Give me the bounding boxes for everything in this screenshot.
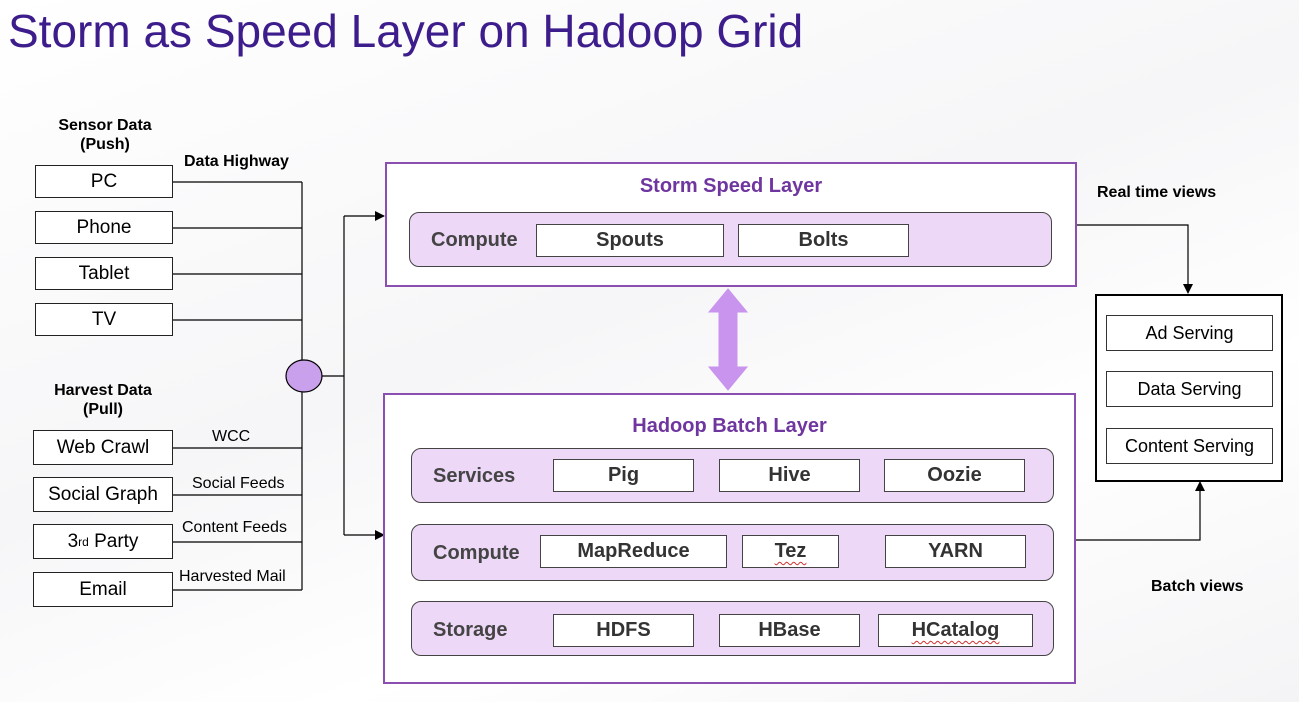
data-highway-label: Data Highway (184, 153, 289, 170)
source-phone: Phone (35, 211, 173, 244)
storm-compute-row: Compute Spouts Bolts (409, 212, 1052, 267)
source-pc: PC (35, 165, 173, 198)
bidirectional-arrow-icon (707, 288, 749, 391)
link-label-harvested-mail: Harvested Mail (179, 568, 286, 585)
component-hcatalog: HCatalog (878, 614, 1033, 647)
storm-layer-title: Storm Speed Layer (639, 175, 823, 197)
third-party-text: Party (88, 530, 139, 552)
data-serving: Data Serving (1106, 371, 1273, 407)
data-hub-icon (285, 359, 323, 393)
hcatalog-label: HCatalog (911, 619, 1000, 641)
serving-container: Ad Serving Data Serving Content Serving (1095, 294, 1283, 482)
sensor-header-line1: Sensor Data (58, 117, 152, 134)
harvest-header-line2: (Pull) (83, 401, 123, 418)
storm-speed-layer: Storm Speed Layer Compute Spouts Bolts (385, 162, 1077, 287)
third-party-number: 3 (67, 530, 79, 552)
hadoop-batch-layer: Hadoop Batch Layer Services Pig Hive Ooz… (383, 393, 1076, 684)
component-spouts: Spouts (536, 224, 724, 257)
source-tablet: Tablet (35, 257, 173, 290)
harvest-data-header: Harvest Data (Pull) (28, 381, 178, 419)
component-hbase: HBase (719, 614, 860, 647)
component-mapreduce: MapReduce (540, 535, 727, 568)
services-label: Services (433, 465, 516, 487)
source-tv: TV (35, 303, 173, 336)
real-time-views-label: Real time views (1097, 184, 1217, 201)
component-bolts: Bolts (738, 224, 909, 257)
sensor-header-line2: (Push) (80, 136, 130, 153)
third-party-superscript: rd (78, 534, 89, 549)
source-email: Email (33, 572, 173, 607)
batch-views-label: Batch views (1151, 578, 1244, 595)
link-label-content-feeds: Content Feeds (182, 519, 287, 536)
component-tez: Tez (742, 535, 839, 568)
tez-label: Tez (774, 540, 807, 562)
source-social-graph: Social Graph (33, 477, 173, 512)
component-pig: Pig (553, 459, 694, 492)
component-yarn: YARN (885, 535, 1026, 568)
sensor-data-header: Sensor Data (Push) (30, 116, 180, 154)
ad-serving: Ad Serving (1106, 315, 1273, 351)
hadoop-compute-label: Compute (433, 542, 520, 564)
hadoop-layer-title: Hadoop Batch Layer (632, 415, 827, 437)
content-serving: Content Serving (1106, 428, 1273, 464)
storage-label: Storage (433, 619, 508, 641)
link-label-social-feeds: Social Feeds (192, 475, 285, 492)
component-hive: Hive (719, 459, 860, 492)
hadoop-storage-row: Storage HDFS HBase HCatalog (411, 601, 1054, 656)
component-hdfs: HDFS (553, 614, 694, 647)
link-label-wcc: WCC (212, 428, 251, 445)
page-title: Storm as Speed Layer on Hadoop Grid (8, 5, 804, 57)
component-oozie: Oozie (884, 459, 1025, 492)
hadoop-services-row: Services Pig Hive Oozie (411, 448, 1054, 503)
harvest-header-line1: Harvest Data (54, 382, 152, 399)
storm-compute-label: Compute (431, 229, 518, 251)
hadoop-compute-row: Compute MapReduce Tez YARN (411, 524, 1054, 581)
source-web-crawl: Web Crawl (33, 430, 173, 465)
